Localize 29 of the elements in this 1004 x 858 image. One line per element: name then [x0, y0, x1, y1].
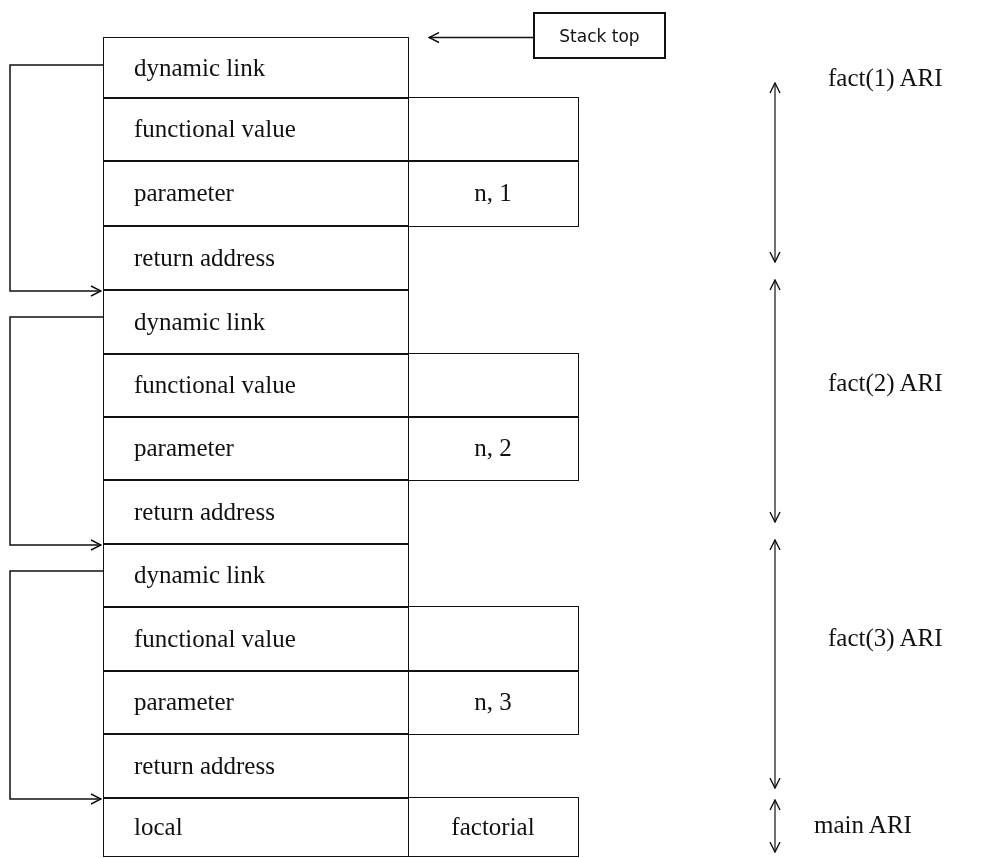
value-cell: n, 1: [407, 160, 579, 227]
frame-label: fact(1) ARI: [828, 64, 943, 92]
stack-cell: return address: [103, 225, 409, 291]
empty-cell: [407, 353, 579, 418]
arrow: [9, 316, 104, 551]
stack-cell: return address: [103, 733, 409, 799]
stack-cell: functional value: [103, 353, 409, 418]
value-cell: factorial: [407, 797, 579, 857]
stack-top-tag: Stack top: [533, 12, 666, 59]
arrow: [9, 570, 104, 805]
stack-cell: dynamic link: [103, 289, 409, 355]
stack-cell: functional value: [103, 97, 409, 162]
empty-cell: [407, 97, 579, 162]
stack-cell: parameter: [103, 160, 409, 227]
frame-label: main ARI: [814, 811, 912, 839]
value-cell: n, 2: [407, 416, 579, 481]
value-cell: n, 3: [407, 670, 579, 735]
arrow: [9, 64, 104, 297]
stack-cell: local: [103, 797, 409, 857]
stack-cell: parameter: [103, 670, 409, 735]
stack-cell: dynamic link: [103, 37, 409, 99]
stack-cell: parameter: [103, 416, 409, 481]
frame-label: fact(3) ARI: [828, 624, 943, 652]
stack-cell: return address: [103, 479, 409, 545]
stack-cell: functional value: [103, 606, 409, 672]
arrow: [428, 31, 534, 44]
empty-cell: [407, 606, 579, 672]
frame-label: fact(2) ARI: [828, 369, 943, 397]
stack-cell: dynamic link: [103, 543, 409, 608]
